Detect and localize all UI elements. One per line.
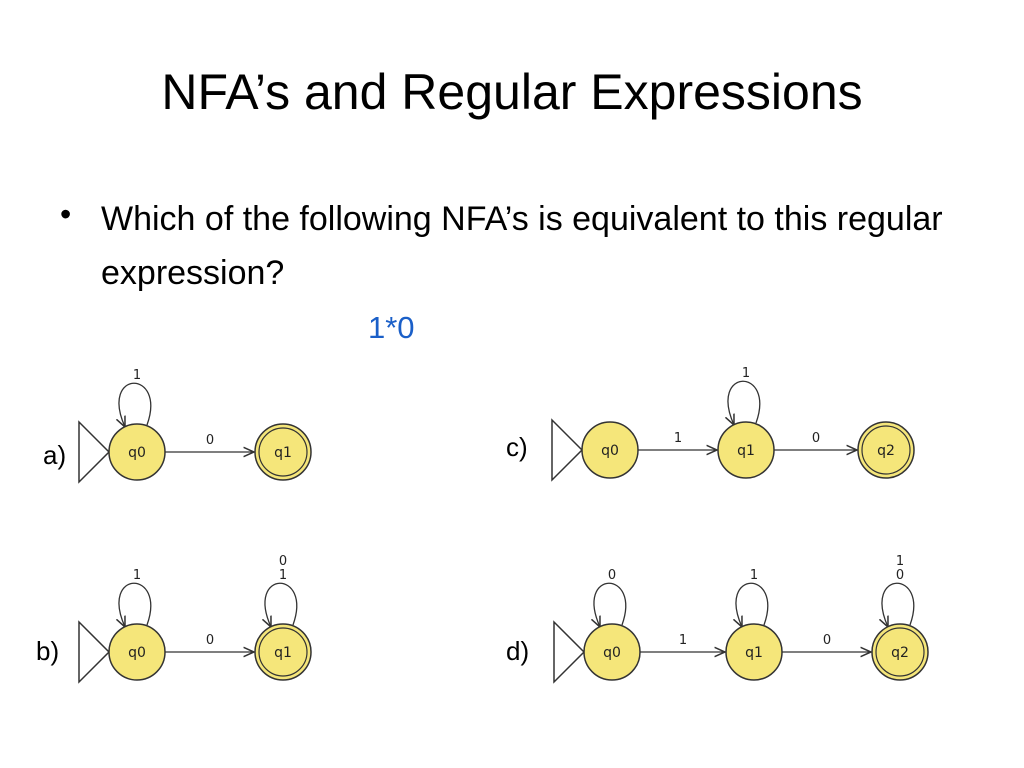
state-q0: q0 (583, 623, 641, 681)
transition-label-q0-q1: 0 (206, 633, 214, 648)
question-text: Which of the following NFA’s is equivale… (101, 200, 943, 292)
initial-state-triangle-icon (553, 620, 586, 684)
state-q1: q1 (717, 421, 775, 479)
state-circle-q0 (581, 421, 639, 479)
state-circle-q1 (254, 623, 312, 681)
state-label-q2: q2 (891, 645, 909, 661)
state-circle-q0 (583, 623, 641, 681)
transition-label-q0-q1: 1 (679, 633, 687, 648)
option-a-label: a) (43, 440, 67, 470)
transition-label-q0-q1: 1 (674, 431, 682, 446)
state-circle-q1 (725, 623, 783, 681)
option-b-label: b) (36, 636, 60, 666)
transition-label-q0-q0: 1 (133, 568, 141, 583)
nfa-diagram-c: 1 1 0 q0 q1 q2 (551, 366, 915, 482)
final-state-ring-q2 (875, 627, 925, 677)
transition-label-q0-q1: 0 (206, 433, 214, 448)
state-circle-q1 (717, 421, 775, 479)
state-circle-q1 (254, 423, 312, 481)
state-q1: q1 (725, 623, 783, 681)
state-q0: q0 (108, 623, 166, 681)
transition-label-q1-q1: 1 (279, 568, 287, 583)
self-loop-arrow-q1 (728, 380, 761, 425)
self-loop-arrow-q2 (882, 582, 915, 627)
option-c-label: c) (506, 432, 528, 462)
state-label-q0: q0 (128, 645, 146, 661)
state-label-q2: q2 (877, 443, 895, 459)
self-loop-arrow-q0 (594, 582, 627, 627)
state-label-q1: q1 (737, 443, 755, 459)
self-loop-arrow-q1 (265, 582, 298, 627)
transition-label-q1-q2: 0 (812, 431, 820, 446)
final-state-ring-q1 (258, 627, 308, 677)
transition-label-q2-q2: 0 (896, 568, 904, 583)
state-label-q1: q1 (745, 645, 763, 661)
transition-label-q0-q0: 0 (608, 568, 616, 583)
final-state-ring-q2 (861, 425, 911, 475)
state-q1: q1 (254, 623, 312, 681)
transition-label-q1-q2: 0 (823, 633, 831, 648)
self-loop-arrow-q0 (119, 582, 152, 627)
state-label-q1: q1 (274, 445, 292, 461)
state-q2: q2 (857, 421, 915, 479)
final-state-ring-q1 (258, 427, 308, 477)
state-label-q1: q1 (274, 645, 292, 661)
state-q0: q0 (108, 423, 166, 481)
regular-expression: 1*0 (368, 310, 415, 345)
transition-label-q1-q1: 1 (750, 568, 758, 583)
self-loop-arrow-q1 (736, 582, 769, 627)
option-d-label: d) (506, 636, 530, 666)
nfa-diagram-a: 1 0 q0 q1 (78, 368, 312, 484)
state-q0: q0 (581, 421, 639, 479)
state-circle-q0 (108, 623, 166, 681)
slide-title: NFA’s and Regular Expressions (161, 64, 863, 120)
initial-state-triangle-icon (78, 620, 111, 684)
state-label-q0: q0 (603, 645, 621, 661)
state-circle-q2 (871, 623, 929, 681)
transition-label-q2-q2: 1 (896, 554, 904, 569)
initial-state-triangle-icon (551, 418, 584, 482)
self-loop-arrow-q0 (119, 382, 152, 427)
bullet-point-icon: • (60, 196, 72, 232)
transition-label-q1-q1: 0 (279, 554, 287, 569)
state-q1: q1 (254, 423, 312, 481)
initial-state-triangle-icon (78, 420, 111, 484)
transition-label-q0-q0: 1 (133, 368, 141, 383)
state-label-q0: q0 (128, 445, 146, 461)
state-label-q0: q0 (601, 443, 619, 459)
transition-label-q1-q1: 1 (742, 366, 750, 381)
state-circle-q0 (108, 423, 166, 481)
state-circle-q2 (857, 421, 915, 479)
state-q2: q2 (871, 623, 929, 681)
